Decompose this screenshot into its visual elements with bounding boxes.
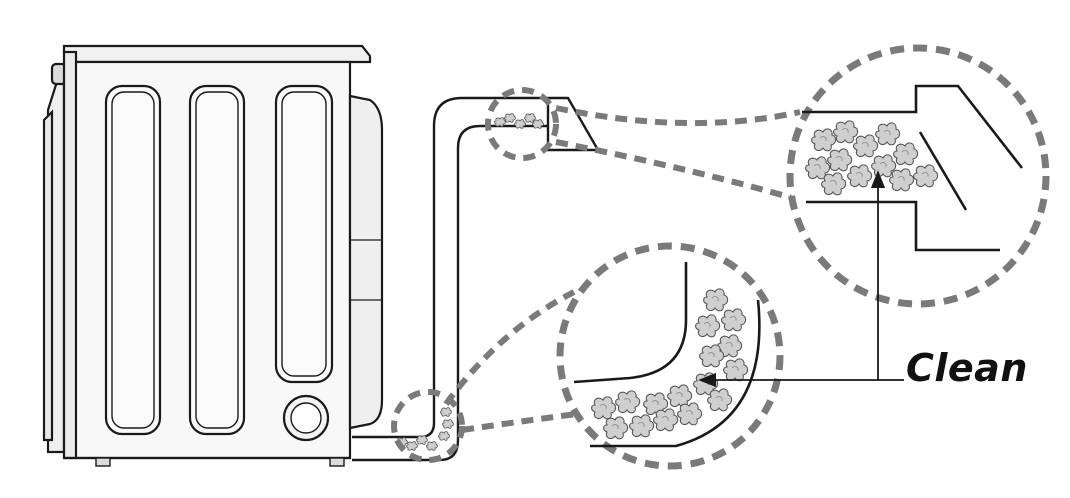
zoom-connectors bbox=[443, 105, 821, 433]
dryer-illustration bbox=[42, 44, 384, 467]
zoom-duct-elbow bbox=[556, 242, 784, 470]
lint-icon bbox=[396, 113, 544, 451]
callout-label-clean: Clean bbox=[906, 346, 1028, 390]
zoom-vent-hood bbox=[786, 44, 1050, 308]
exhaust-duct bbox=[352, 96, 601, 462]
zoom-markers bbox=[391, 87, 559, 463]
arrow-icon bbox=[698, 170, 904, 388]
